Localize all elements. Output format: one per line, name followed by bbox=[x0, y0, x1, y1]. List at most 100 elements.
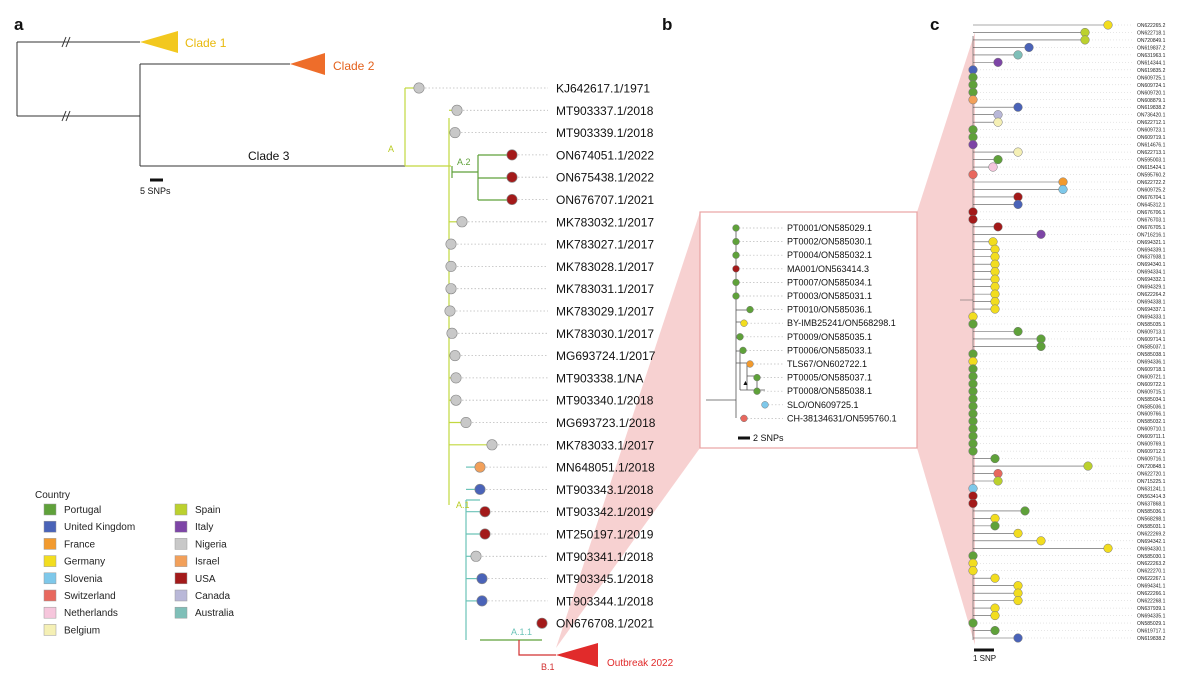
tip-node bbox=[740, 319, 748, 327]
tip-label: ON622712.1 bbox=[1137, 120, 1166, 126]
tip-label: PT0002/ON585030.1 bbox=[787, 237, 872, 247]
tip-label: MT903344.1/2018 bbox=[556, 594, 654, 608]
tip-label: ON609713.1 bbox=[1137, 330, 1166, 336]
panel-b-leaves: PT0001/ON585029.1PT0002/ON585030.1PT0004… bbox=[732, 223, 897, 423]
tip-node bbox=[968, 618, 978, 628]
tip-node bbox=[1058, 184, 1068, 195]
tip-node bbox=[990, 521, 1000, 531]
tip-node bbox=[993, 222, 1003, 232]
tip-label: ON720848.1 bbox=[1137, 464, 1166, 470]
tip-node bbox=[993, 476, 1003, 486]
clade1-triangle bbox=[140, 31, 178, 53]
tip-label: ON585031.1 bbox=[1137, 524, 1166, 530]
tip-node bbox=[1036, 536, 1046, 546]
tip-label: ON609720.1 bbox=[1137, 90, 1166, 96]
tip-node bbox=[968, 319, 978, 329]
tip-label: ON676703.1 bbox=[1137, 217, 1166, 223]
tip-node bbox=[1080, 35, 1090, 45]
legend-swatch bbox=[43, 572, 57, 585]
tip-label: PT0006/ON585033.1 bbox=[787, 345, 872, 355]
node-label-A11: A.1.1 bbox=[511, 627, 532, 637]
tip-node bbox=[990, 454, 1000, 464]
tip-node bbox=[444, 305, 456, 317]
tip-label: ON631241.1 bbox=[1137, 486, 1166, 492]
scale-label-c: 1 SNP bbox=[973, 654, 996, 663]
legend-label: Portugal bbox=[64, 505, 101, 516]
tip-label: ON631963.1 bbox=[1137, 53, 1166, 59]
tip-label: ON676704.1 bbox=[1137, 195, 1166, 201]
tip-label: ON585036.1 bbox=[1137, 509, 1166, 515]
tip-node bbox=[993, 155, 1003, 165]
tip-node bbox=[536, 617, 548, 629]
tip-node bbox=[476, 595, 488, 607]
legend-label: United Kingdom bbox=[64, 522, 135, 533]
tip-label: ON694341.1 bbox=[1137, 584, 1166, 590]
tip-node bbox=[456, 216, 468, 228]
tip-label: ON609722.1 bbox=[1137, 382, 1166, 388]
clade2-label: Clade 2 bbox=[333, 59, 375, 73]
tip-label: ON694337.1 bbox=[1137, 307, 1166, 313]
tip-label: MT903341.1/2018 bbox=[556, 550, 654, 564]
tip-label: ON609725.2 bbox=[1137, 187, 1166, 193]
tip-label: ON694330.1 bbox=[1137, 546, 1166, 552]
panel-a-b1-branch bbox=[518, 640, 556, 656]
tip-node bbox=[486, 439, 498, 451]
outbreak-triangle bbox=[556, 643, 598, 667]
tip-label: ON637939.1 bbox=[1137, 606, 1166, 612]
legend-swatch bbox=[43, 624, 57, 636]
tip-label: ON622720.1 bbox=[1137, 472, 1166, 478]
tip-node bbox=[479, 528, 491, 540]
legend-label: Nigeria bbox=[195, 539, 227, 550]
tip-node bbox=[1013, 102, 1023, 112]
legend-swatch bbox=[174, 606, 188, 619]
tip-label: MT903339.1/2018 bbox=[556, 126, 654, 140]
legend-label: Israel bbox=[195, 557, 219, 568]
legend-label: Belgium bbox=[64, 625, 100, 636]
tip-label: ON614344.1 bbox=[1137, 60, 1166, 66]
tip-label: ON694332.1 bbox=[1137, 277, 1166, 283]
tip-node bbox=[474, 461, 486, 473]
tip-node bbox=[506, 171, 518, 183]
tip-label: ON675438.1/2022 bbox=[556, 171, 654, 185]
panel-letter-a: a bbox=[14, 15, 24, 34]
tip-label: ON622263.2 bbox=[1137, 561, 1166, 567]
legend-title: Country bbox=[35, 490, 70, 501]
tip-label: MK783029.1/2017 bbox=[556, 305, 654, 319]
tip-label: ON676708.1/2021 bbox=[556, 617, 654, 631]
legend-label: Italy bbox=[195, 522, 213, 533]
tip-label: ON585029.1 bbox=[1137, 621, 1166, 627]
legend-swatch bbox=[43, 503, 57, 516]
tip-node bbox=[732, 224, 740, 232]
legend-swatch bbox=[43, 606, 57, 619]
tip-label: ON716216.1 bbox=[1137, 232, 1166, 238]
tip-label: MK783033.1/2017 bbox=[556, 438, 654, 452]
node-label-A: A bbox=[388, 144, 394, 154]
tip-node bbox=[761, 401, 769, 409]
tip-label: ON609723.1 bbox=[1137, 128, 1166, 134]
tip-node bbox=[445, 238, 457, 250]
tip-label: MT903343.1/2018 bbox=[556, 483, 654, 497]
tip-node bbox=[1103, 543, 1113, 553]
legend-label: Slovenia bbox=[64, 574, 103, 585]
tip-label: ON585036.1 bbox=[1137, 404, 1166, 410]
tip-label: ON622266.1 bbox=[1137, 591, 1166, 597]
tip-node bbox=[736, 333, 744, 341]
tip-label: PT0004/ON585032.1 bbox=[787, 250, 872, 260]
node-label-A2: A.2 bbox=[457, 157, 471, 167]
tip-label: ON609710.1 bbox=[1137, 427, 1166, 433]
legend-label: Spain bbox=[195, 505, 221, 516]
tip-label: PT0010/ON585036.1 bbox=[787, 305, 872, 315]
panel-letter-b: b bbox=[662, 15, 672, 34]
tip-node bbox=[476, 573, 488, 585]
panel-c-leaves: ON622265.2ON622718.1ON720849.1ON619837.2… bbox=[968, 20, 1166, 643]
tip-node bbox=[1024, 42, 1034, 52]
tip-label: ON609724.1 bbox=[1137, 83, 1166, 89]
tip-label: MG693724.1/2017 bbox=[556, 349, 656, 363]
clade2-triangle bbox=[290, 53, 325, 75]
tip-node bbox=[732, 251, 740, 259]
tip-label: ON609711.1 bbox=[1137, 434, 1165, 440]
tip-label: PT0009/ON585035.1 bbox=[787, 332, 872, 342]
tip-node bbox=[460, 416, 472, 428]
